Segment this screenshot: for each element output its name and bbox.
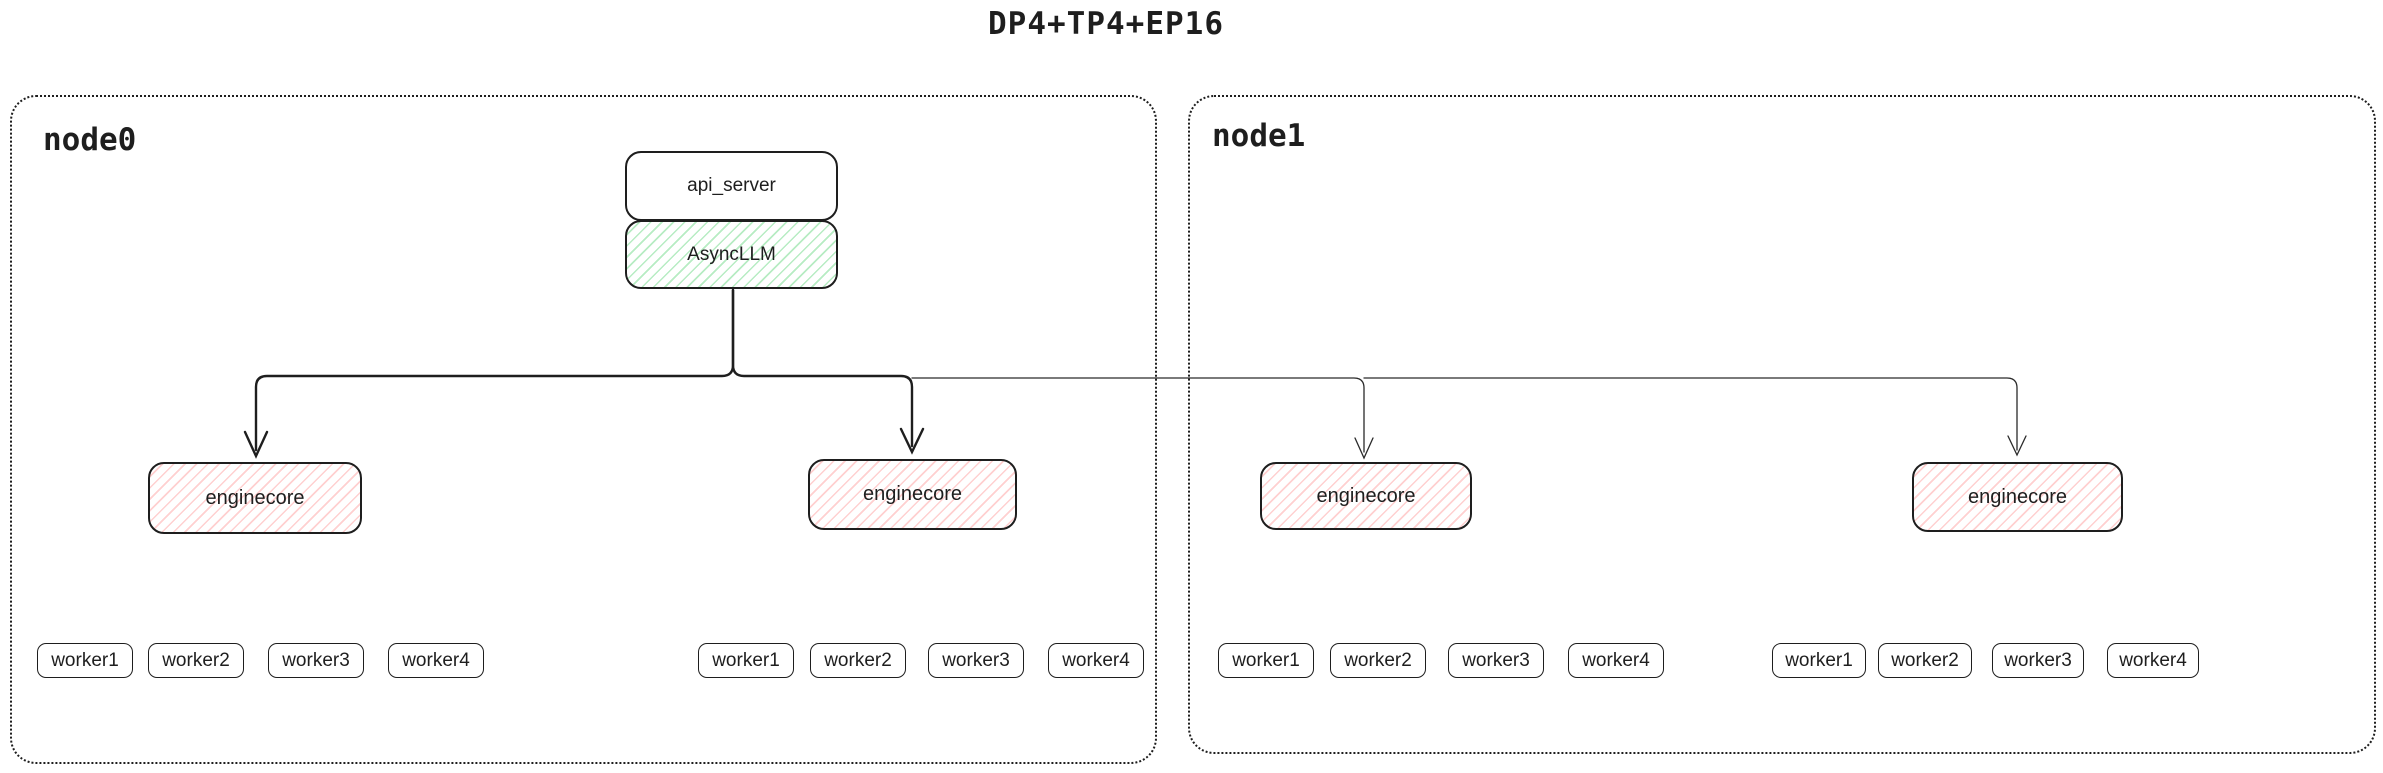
worker-box: worker4 [388, 643, 484, 678]
worker-box: worker1 [1218, 643, 1314, 678]
arrowhead-enginecore4 [2007, 435, 2027, 457]
diagram-title: DP4+TP4+EP16 [988, 6, 1224, 42]
worker-box: worker1 [1772, 643, 1866, 678]
node1-boundary [1188, 95, 2376, 754]
connector-asyncllm-to-enginecore1 [254, 288, 735, 452]
node1-label: node1 [1212, 118, 1306, 154]
node0-label: node0 [43, 122, 137, 158]
enginecore-box-node0-2: enginecore [808, 459, 1017, 530]
enginecore-box-node1-2: enginecore [1912, 462, 2123, 532]
worker-box: worker4 [1048, 643, 1144, 678]
worker-box: worker3 [1448, 643, 1544, 678]
enginecore-box-node1-1: enginecore [1260, 462, 1472, 530]
worker-box: worker2 [810, 643, 906, 678]
connector-asyncllm-to-enginecore4 [1363, 377, 2018, 451]
asyncllm-box: AsyncLLM [625, 220, 838, 289]
worker-box: worker4 [2107, 643, 2199, 678]
api-server-box: api_server [625, 151, 838, 221]
arrowhead-enginecore3 [1354, 437, 1374, 460]
enginecore-box-node0-1: enginecore [148, 462, 362, 534]
worker-box: worker1 [37, 643, 133, 678]
worker-box: worker1 [698, 643, 794, 678]
worker-box: worker3 [1992, 643, 2084, 678]
arrowhead-enginecore1 [243, 430, 269, 459]
worker-box: worker2 [148, 643, 244, 678]
worker-box: worker3 [268, 643, 364, 678]
worker-box: worker2 [1878, 643, 1972, 678]
connector-asyncllm-to-enginecore2 [731, 288, 914, 448]
node0-boundary [10, 95, 1157, 764]
worker-box: worker3 [928, 643, 1024, 678]
worker-box: worker2 [1330, 643, 1426, 678]
connector-asyncllm-to-enginecore3 [911, 377, 1365, 453]
worker-box: worker4 [1568, 643, 1664, 678]
arrowhead-enginecore2 [899, 427, 925, 455]
